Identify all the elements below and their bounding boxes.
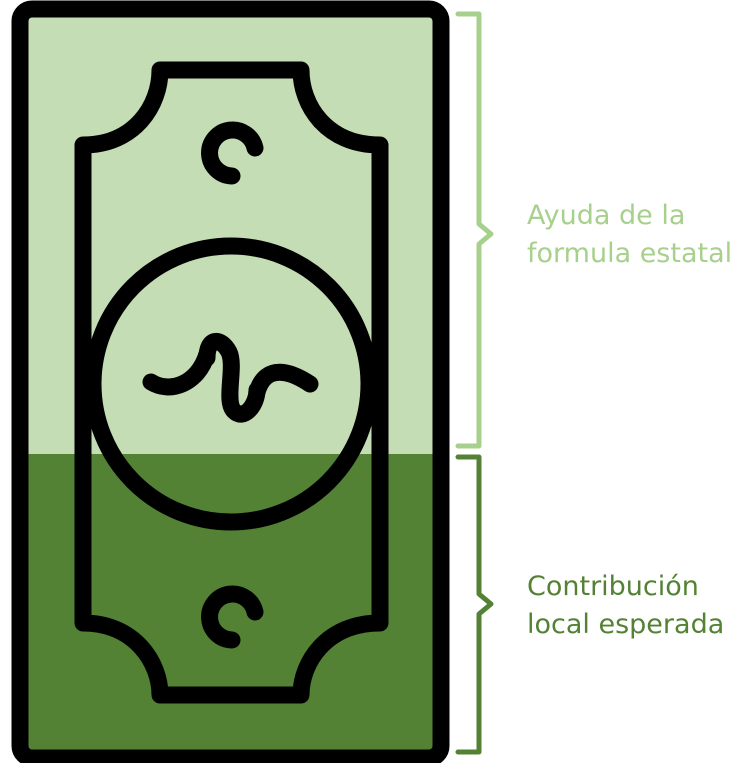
local-contribution-label-line-1: Contribución xyxy=(527,571,699,602)
state-aid-label-line-1: Ayuda de la xyxy=(527,200,686,231)
local-bracket xyxy=(455,454,494,755)
state-aid-label: Ayuda de la formula estatal xyxy=(527,197,732,273)
bill-outer-border xyxy=(11,0,450,763)
top-c-ornament xyxy=(201,121,264,185)
local-contribution-label-line-2: local esperada xyxy=(527,609,725,640)
dollar-bill-icon xyxy=(11,0,450,763)
dollar-sign-icon xyxy=(142,333,319,423)
bottom-c-ornament xyxy=(201,585,264,649)
center-medallion xyxy=(84,237,378,531)
bill-inner-border xyxy=(74,61,389,704)
local-contribution-label: Contribución local esperada xyxy=(527,568,724,644)
local-contribution-segment xyxy=(26,454,438,754)
state-aid-label-line-2: formula estatal xyxy=(527,238,733,269)
state-bracket xyxy=(455,11,494,449)
